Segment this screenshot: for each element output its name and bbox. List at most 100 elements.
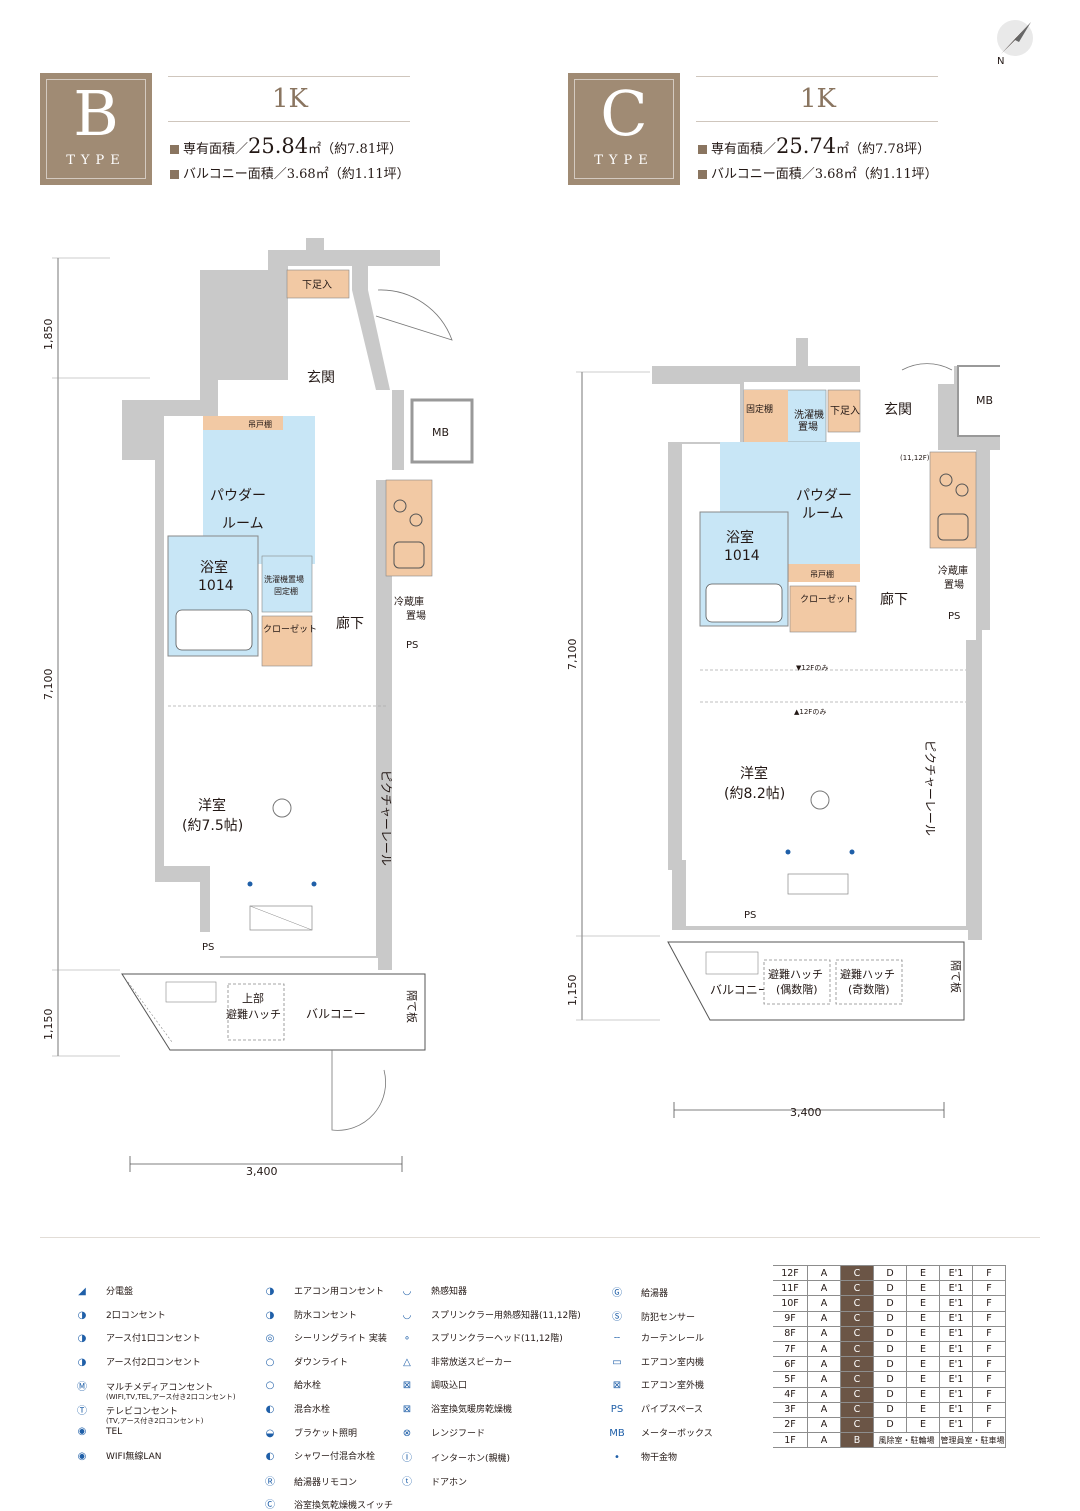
unit-cell: C [840,1371,874,1388]
unit-cell: D [873,1264,907,1282]
type-c-badge: C TYPE [568,73,680,185]
unit-cell: E [906,1264,940,1282]
mixer-tap-legend-item: ◐混合水栓 [258,1402,330,1415]
downlight-icon: ○ [265,1356,275,1368]
type-c-floorplan: 7,100 1,150 3,400 MB 下足入 玄関 固定棚 洗濯機 置場 パ… [566,338,1000,1119]
aircon-outdoor-legend-item: ⊠エアコン室外機 [605,1378,704,1391]
type-c-dim-width: 3,400 [790,1106,822,1119]
type-c-corridor: 廊下 [880,591,908,608]
legend-label: TEL [106,1426,123,1437]
type-c-hatch-odd-1: 避難ハッチ [840,967,895,981]
outlet-2-icon: ◑ [77,1309,87,1321]
type-b-letter: B [73,77,119,150]
legend-label: レンジフード [431,1428,486,1439]
unit-cell: D [873,1386,907,1403]
type-b-closet: クローゼット [263,623,317,635]
type-c-partition: 隔て板 [949,960,963,993]
unit-cell: E [906,1416,940,1434]
bracket-light-legend-item: ◒ブラケット照明 [258,1426,357,1439]
water-tap-icon: ○ [265,1380,275,1392]
drying-hardware-legend-item: •物干金物 [605,1450,677,1463]
type-c-fridge-1: 冷蔵庫 [938,564,968,577]
sprinkler-heat-detector-icon: ◡ [402,1309,412,1321]
unit-cell: E [906,1371,940,1388]
floor-label: 6F [773,1356,808,1373]
unit-cell: D [873,1325,907,1342]
type-b-entrance: 玄関 [307,369,335,386]
type-b-area: 専有面積／25.84㎡（約7.81坪） [170,134,402,158]
unit-cell: A [807,1432,841,1449]
type-c-hatch-odd-2: (奇数階) [848,982,890,996]
floor-label: 9F [773,1310,808,1327]
unit-cell: A [807,1386,841,1403]
floor-label: 4F [773,1386,808,1403]
unit-cell: A [807,1325,841,1342]
outlet-earth-1-legend-item: ◑アース付1口コンセント [70,1331,201,1344]
wifi-lan-legend-item: ◉WIFI無線LAN [70,1449,162,1462]
legend-label: 浴室換気乾燥機スイッチ [294,1501,394,1511]
legend-label: 調吸込口 [431,1381,468,1392]
type-b-rule-top [168,76,410,77]
unit-cell: E'1 [939,1295,973,1312]
type-c-balcony: バルコニー面積／3.68㎡（約1.11坪） [698,163,938,182]
unit-cell: A [807,1356,841,1373]
type-b-fridge-2: 置場 [406,609,426,622]
type-b-bath-2: 1014 [198,578,234,594]
floor-label: 12F [773,1264,808,1282]
legend-label: スプリンクラーヘッド(11,12階) [431,1334,563,1345]
type-c-area-value: 25.74 [776,134,837,158]
legend-label: 防犯センサー [641,1312,696,1323]
waterproof-outlet-icon: ◑ [265,1309,275,1321]
legend-label: アース付1口コンセント [106,1334,201,1345]
floor-label: 2F [773,1416,808,1434]
emergency-speaker-icon: △ [403,1356,411,1368]
bath-dryer-icon: ⊠ [402,1404,412,1415]
unit-cell: E [906,1340,940,1358]
type-c-powder-1: パウダー [796,488,852,504]
legend-label: 熱感知器 [431,1287,468,1297]
unit-cell: D [873,1310,907,1327]
type-b-western-1: 洋室 [198,797,226,814]
unit-cell: C [840,1325,874,1342]
type-b-plan: 1K [272,84,308,114]
unit-cell: F [972,1325,1006,1342]
unit-cell: C [840,1416,874,1434]
type-b-hatch-1: 上部 [242,991,264,1005]
type-c-rule-top [696,76,938,77]
sprinkler-head-legend-item: ∘スプリンクラーヘッド(11,12階) [395,1331,563,1344]
type-b-shoe: 下足入 [302,279,332,291]
legend-label: 物干金物 [641,1453,678,1463]
legend-label: マルチメディアコンセント [106,1383,214,1394]
type-b-dim-bottom: 1,150 [42,1009,55,1041]
type-b-ps: PS [406,640,418,651]
type-c-mb: MB [976,394,993,407]
type-c-closet: クローゼット [800,593,854,605]
type-c-ps-2: PS [744,910,756,921]
emergency-speaker-legend-item: △ 非常放送スピーカー [395,1355,512,1368]
type-c-balcony: バルコニー [710,983,770,997]
legend-label: スプリンクラー用熱感知器(11,12階) [431,1310,581,1321]
floor-label: 1F [773,1432,808,1449]
floor-label: 11F [773,1280,808,1297]
type-b-shelf: 吊戸棚 [248,419,272,429]
legend-label: 非常放送スピーカー [431,1357,513,1368]
type-c-floor-note: (11,12F) [900,454,930,462]
range-hood-icon: ⊗ [402,1427,412,1439]
floor-label: 3F [773,1401,808,1418]
compass-label: N [997,56,1004,66]
legend-sublabel: (TV,アース付き2口コンセント) [106,1417,204,1425]
water-heater-remote-icon: Ⓡ [265,1476,275,1488]
aircon-outdoor-icon: ⊠ [612,1380,622,1392]
aircon-indoor-legend-item: ▭エアコン室内機 [605,1355,704,1368]
